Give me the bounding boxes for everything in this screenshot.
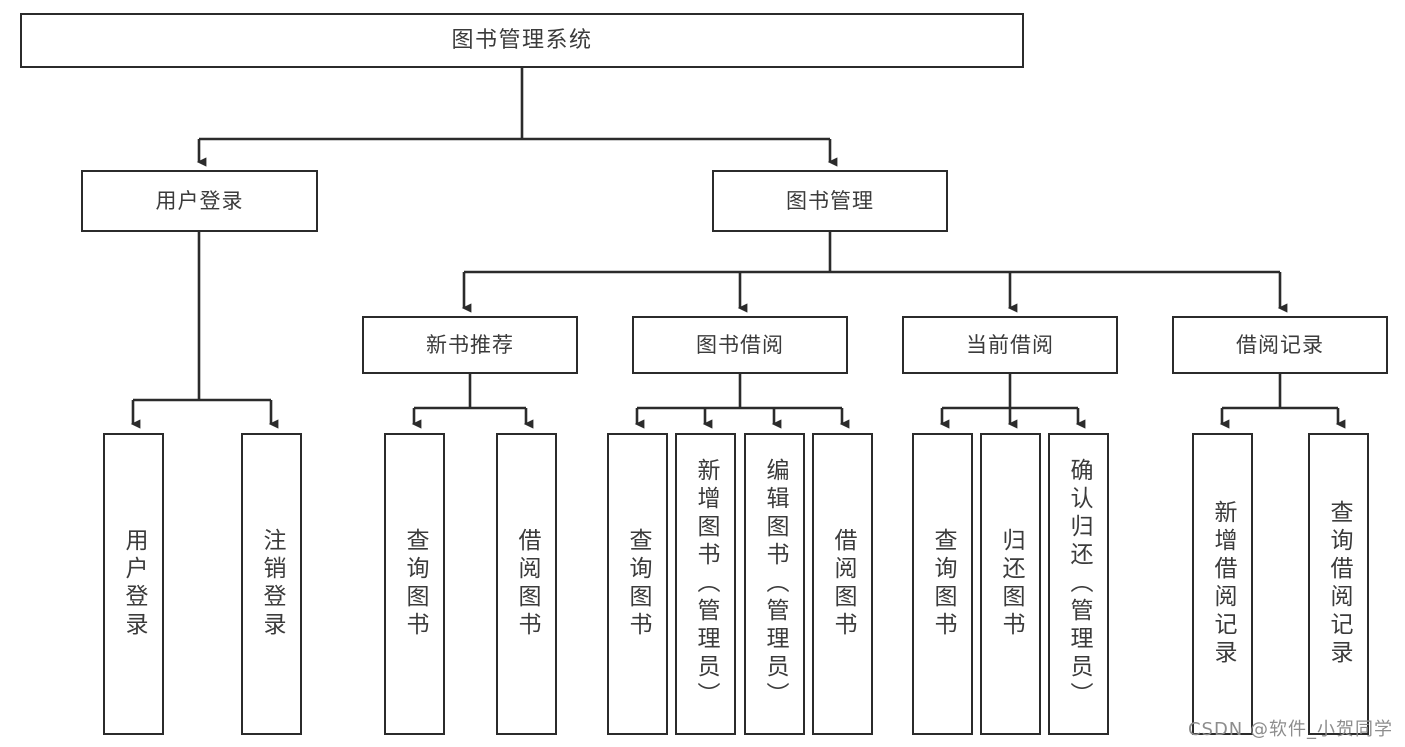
node-label: 图书管理系统 bbox=[451, 27, 593, 53]
node-label: 归还图书 bbox=[998, 528, 1024, 640]
leaf-logout[interactable]: 注销登录 bbox=[241, 433, 302, 735]
leaf-query-borrow-record[interactable]: 查询借阅记录 bbox=[1308, 433, 1369, 735]
node-label: 新增借阅记录 bbox=[1210, 500, 1236, 668]
node-label: 借阅图书 bbox=[830, 528, 856, 640]
node-label: 图书借阅 bbox=[696, 332, 784, 357]
node-label: 借阅记录 bbox=[1236, 332, 1324, 357]
leaf-add-book-admin[interactable]: 新增图书（管理员） bbox=[675, 433, 736, 735]
node-book-management[interactable]: 图书管理 bbox=[712, 170, 948, 232]
node-label: 查询借阅记录 bbox=[1326, 500, 1352, 668]
leaf-confirm-return-admin[interactable]: 确认归还（管理员） bbox=[1048, 433, 1109, 735]
node-root-system[interactable]: 图书管理系统 bbox=[20, 13, 1024, 68]
node-label: 查询图书 bbox=[402, 528, 428, 640]
leaf-borrow-book[interactable]: 借阅图书 bbox=[812, 433, 873, 735]
node-borrow-record[interactable]: 借阅记录 bbox=[1172, 316, 1388, 374]
node-label: 注销登录 bbox=[259, 528, 285, 640]
node-label: 查询图书 bbox=[625, 528, 651, 640]
leaf-edit-book-admin[interactable]: 编辑图书（管理员） bbox=[744, 433, 805, 735]
node-label: 新增图书（管理员） bbox=[693, 458, 719, 710]
node-label: 新书推荐 bbox=[426, 332, 514, 357]
node-label: 借阅图书 bbox=[514, 528, 540, 640]
node-current-borrow[interactable]: 当前借阅 bbox=[902, 316, 1118, 374]
node-label: 用户登录 bbox=[121, 528, 147, 640]
leaf-query-book-borrow[interactable]: 查询图书 bbox=[607, 433, 668, 735]
watermark-text: CSDN @软件_小贺同学 bbox=[1187, 719, 1393, 740]
node-label: 用户登录 bbox=[155, 188, 244, 213]
node-book-borrow[interactable]: 图书借阅 bbox=[632, 316, 848, 374]
node-label: 编辑图书（管理员） bbox=[762, 458, 788, 710]
leaf-query-book-new[interactable]: 查询图书 bbox=[384, 433, 445, 735]
node-new-book-recommend[interactable]: 新书推荐 bbox=[362, 316, 578, 374]
leaf-query-book-current[interactable]: 查询图书 bbox=[912, 433, 973, 735]
node-label: 当前借阅 bbox=[966, 332, 1054, 357]
node-label: 确认归还（管理员） bbox=[1066, 458, 1092, 710]
node-user-login[interactable]: 用户登录 bbox=[81, 170, 318, 232]
leaf-add-borrow-record[interactable]: 新增借阅记录 bbox=[1192, 433, 1253, 735]
node-label: 图书管理 bbox=[786, 188, 874, 213]
node-label: 查询图书 bbox=[930, 528, 956, 640]
leaf-user-login[interactable]: 用户登录 bbox=[103, 433, 164, 735]
leaf-return-book[interactable]: 归还图书 bbox=[980, 433, 1041, 735]
leaf-borrow-book-new[interactable]: 借阅图书 bbox=[496, 433, 557, 735]
